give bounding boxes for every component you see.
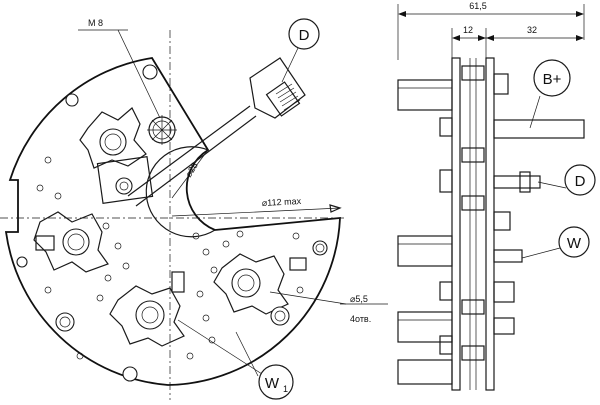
svg-text:1: 1 bbox=[283, 384, 288, 394]
label-hole-count: 4отв. bbox=[350, 314, 371, 324]
label-thread: M 8 bbox=[88, 18, 103, 28]
svg-text:W: W bbox=[265, 375, 280, 392]
dia112-dimension bbox=[171, 207, 341, 217]
small-holes bbox=[36, 156, 304, 360]
svg-text:B+: B+ bbox=[543, 71, 562, 88]
front-view: M 8 ⌀28 ⌀112 max ⌀5,5 4отв. D W 1 bbox=[0, 18, 388, 400]
diode-top bbox=[79, 107, 147, 169]
svg-text:W: W bbox=[567, 235, 582, 252]
svg-text:D: D bbox=[575, 173, 586, 190]
diode-bottom bbox=[109, 271, 185, 347]
diode-left bbox=[33, 211, 109, 273]
plate-front bbox=[451, 57, 461, 391]
dimensions: 61,5 12 32 bbox=[397, 1, 585, 60]
d-top-leader bbox=[281, 47, 299, 83]
w-side-leader bbox=[521, 247, 561, 259]
label-dia112: ⌀112 max bbox=[262, 196, 302, 208]
mounting-holes bbox=[16, 64, 328, 382]
callout-w1: W 1 bbox=[258, 364, 294, 400]
callout-d-side: D bbox=[564, 164, 596, 196]
callout-w-side: W bbox=[558, 226, 590, 258]
d-side-leader bbox=[537, 181, 567, 189]
dim-left: 12 bbox=[463, 25, 473, 35]
brush-holder bbox=[96, 57, 306, 207]
callout-d-top: D bbox=[288, 18, 320, 50]
central-cutout bbox=[145, 146, 216, 238]
label-hole-diameter: ⌀5,5 bbox=[350, 294, 368, 304]
svg-text:D: D bbox=[299, 27, 310, 44]
diode-right bbox=[213, 253, 307, 315]
label-dia28: ⌀28 bbox=[183, 161, 200, 179]
side-diodes bbox=[397, 79, 453, 385]
dia55-leader bbox=[269, 291, 347, 305]
m8-stud bbox=[147, 115, 177, 145]
plate-outline bbox=[4, 57, 341, 386]
dia28-leader bbox=[171, 149, 209, 199]
callout-b-plus: B+ bbox=[533, 59, 571, 97]
side-terminals bbox=[439, 65, 585, 361]
side-view: 61,5 12 32 bbox=[397, 1, 596, 391]
dim-right: 32 bbox=[527, 25, 537, 35]
b-plus-leader bbox=[529, 95, 541, 129]
plate-back bbox=[485, 57, 495, 391]
dim-total: 61,5 bbox=[469, 1, 487, 11]
